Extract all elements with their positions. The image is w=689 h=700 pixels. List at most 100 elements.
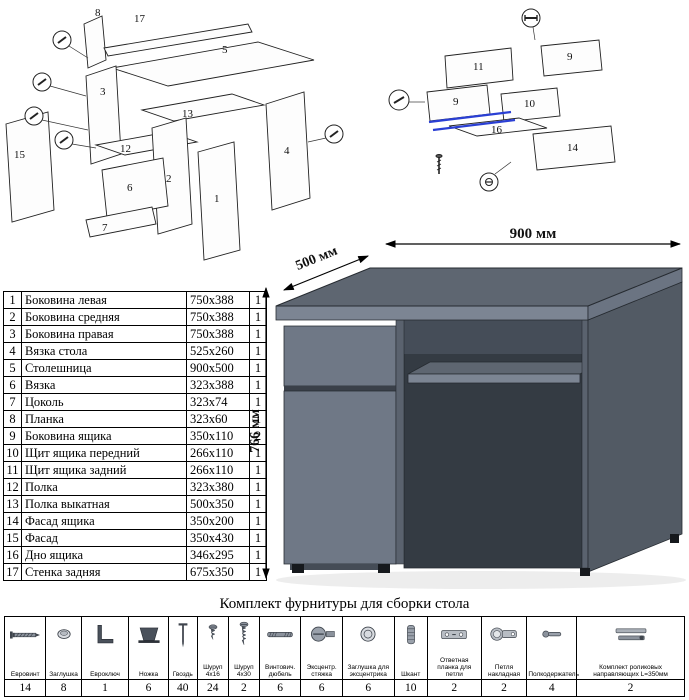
part-name: Щит ящика задний (21, 461, 187, 479)
part-label-9a: 9 (567, 51, 573, 63)
hardware-item-label: Винтович. дюбель (264, 664, 296, 678)
hardware-item: Ответная планка для петли (426, 616, 482, 680)
desk-right-side (587, 281, 683, 573)
hardware-qty: 8 (45, 679, 82, 697)
part-size: 350x430 (186, 529, 250, 547)
part-qty: 1 (249, 410, 267, 428)
part-size: 750x388 (186, 325, 250, 343)
roller-guides-icon (615, 628, 646, 641)
part-label-15: 15 (14, 149, 26, 161)
hardware-qty: 2 (426, 679, 482, 697)
part-size: 900x500 (186, 359, 250, 377)
cam-lock-icon (310, 626, 335, 642)
hardware-item-label: Ответная планка для петли (437, 657, 472, 678)
desk-shadow (276, 571, 686, 589)
exploded-view-drawer-diagram: 11 9 9 10 16 14 (388, 8, 616, 192)
hardware-qty: 6 (258, 679, 302, 697)
screw-glyph (435, 154, 443, 174)
hardware-qty-row: 14 8 1 6 40 24 2 6 6 6 10 2 2 4 2 (3, 679, 685, 697)
part-size: 323x388 (186, 376, 250, 394)
part-name: Щит ящика передний (21, 444, 187, 462)
hardware-qty: 10 (393, 679, 428, 697)
part-label-12: 12 (120, 143, 131, 155)
part-label-16: 16 (491, 124, 503, 136)
hardware-item: Евровинт (3, 616, 47, 680)
hardware-qty: 2 (576, 679, 685, 697)
part-name: Столешница (21, 359, 187, 377)
desk-right-panel-edge (581, 319, 589, 569)
desk-feet (292, 534, 679, 576)
desk-plinth (290, 564, 390, 570)
hardware-item: Шуруп 4x16 (196, 616, 229, 680)
cap-icon (56, 629, 71, 639)
hardware-item-label: Комплект роликовых направляющих L=350мм (593, 664, 668, 678)
panel-drawer-back-11 (444, 47, 514, 89)
part-qty: 1 (249, 342, 267, 360)
part-qty: 1 (249, 546, 267, 564)
part-number: 6 (3, 376, 22, 394)
part-number: 3 (3, 325, 22, 343)
hardware-qty: 40 (167, 679, 198, 697)
panel-tie-6 (101, 157, 169, 219)
hinge-plate-icon (441, 630, 467, 639)
hardware-item: Полкодержатель (526, 616, 579, 680)
width-dimension-label: 900 мм (510, 226, 557, 242)
hardware-item: Шкант (393, 616, 428, 680)
part-qty: 1 (249, 359, 267, 377)
panel-drawer-side-9a (540, 39, 603, 77)
hardware-item: Винтович. дюбель (258, 616, 302, 680)
hardware-item-label: Ножка (138, 671, 159, 678)
hardware-item-label: Евровинт (10, 671, 40, 678)
part-label-9b: 9 (453, 96, 459, 108)
part-size: 323x380 (186, 478, 250, 496)
panel-top-5 (111, 41, 315, 87)
part-qty: 1 (249, 393, 267, 411)
hardware-item: Шуруп 4x30 (227, 616, 260, 680)
hardware-qty: 6 (128, 679, 169, 697)
hardware-item: Заглушка для эксцентрика (341, 616, 395, 680)
part-number: 4 (3, 342, 22, 360)
part-number: 5 (3, 359, 22, 377)
hardware-item: Ножка (128, 616, 169, 680)
hardware-item: Петля накладная (480, 616, 528, 680)
part-qty: 2 (249, 427, 267, 445)
hardware-qty: 24 (196, 679, 229, 697)
part-label-6: 6 (127, 182, 133, 194)
part-qty: 1 (249, 563, 267, 581)
roller-guides (428, 110, 516, 132)
part-name: Фасад ящика (21, 512, 187, 530)
depth-dimension-arrow (282, 255, 370, 291)
panel-back-17 (103, 23, 253, 57)
drawer-gap (284, 386, 396, 391)
part-size: 323x60 (186, 410, 250, 428)
part-name: Полка выкатная (21, 495, 187, 513)
panel-tray-13 (140, 93, 266, 122)
part-size: 500x350 (186, 495, 250, 513)
keyboard-tray-top (407, 361, 603, 375)
part-label-11: 11 (473, 61, 484, 73)
hardware-item-label: Евроключ (90, 671, 120, 678)
part-size: 266x110 (186, 444, 250, 462)
hardware-qty: 2 (227, 679, 260, 697)
part-qty: 1 (249, 291, 267, 309)
part-name: Боковина левая (21, 291, 187, 309)
part-number: 14 (3, 512, 22, 530)
hardware-kit-title: Комплект фурнитуры для сборки стола (219, 596, 470, 612)
exploded-view-desk-diagram: 8 17 5 3 13 12 2 6 1 7 15 4 (5, 7, 344, 261)
panel-plinth-7 (85, 206, 157, 238)
hardware-qty: 14 (3, 679, 47, 697)
part-number: 1 (3, 291, 22, 309)
part-name: Вязка стола (21, 342, 187, 360)
